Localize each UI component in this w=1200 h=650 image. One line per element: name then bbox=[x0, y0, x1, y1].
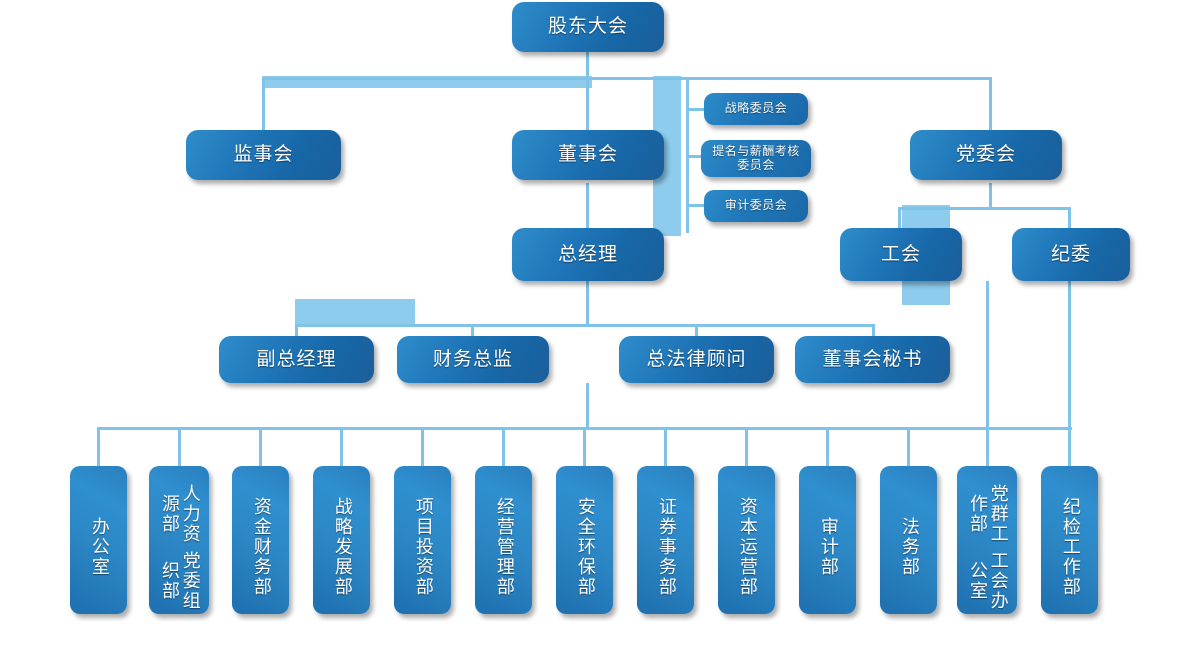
node-label: 财务总监 bbox=[432, 347, 513, 370]
connector-level4-rail bbox=[295, 324, 875, 327]
connector-to-committee-3 bbox=[686, 204, 704, 207]
connector-level2-rail bbox=[262, 77, 992, 80]
connector-to-department-4 bbox=[340, 427, 343, 473]
connector-to-department-11 bbox=[907, 427, 910, 473]
node-label: 董事会秘书 bbox=[822, 347, 923, 370]
node-label-line-2: 委员会 bbox=[737, 157, 775, 172]
node-label: 副总经理 bbox=[256, 347, 337, 370]
connector-to-cfo bbox=[471, 324, 474, 346]
node-department-safety-environment[interactable]: 安全环保部 bbox=[556, 466, 613, 614]
node-label-line-1: 资金财务部 bbox=[250, 497, 272, 597]
node-strategy-committee[interactable]: 战略委员会 bbox=[704, 93, 808, 125]
connector-to-supervisory bbox=[262, 77, 265, 130]
node-party-committee[interactable]: 党委会 bbox=[910, 130, 1062, 180]
node-label: 董事会 bbox=[557, 143, 618, 166]
node-label: 总法律顾问 bbox=[646, 347, 747, 370]
node-discipline-committee[interactable]: 纪委 bbox=[1012, 228, 1130, 281]
connector-to-department-6 bbox=[502, 427, 505, 473]
node-label-line-2: 人力资源部 bbox=[159, 483, 201, 544]
node-nomination-compensation-committee[interactable]: 提名与薪酬考核 委员会 bbox=[701, 140, 811, 177]
node-labor-union[interactable]: 工会 bbox=[840, 228, 962, 281]
connector-to-deputy-gm bbox=[295, 324, 298, 346]
accent-bar-deputy bbox=[295, 299, 415, 327]
node-label-line-1: 战略发展部 bbox=[331, 497, 353, 597]
node-department-legal-affairs[interactable]: 法务部 bbox=[880, 466, 937, 614]
node-label-line-1: 项目投资部 bbox=[412, 497, 434, 597]
node-label-line-2: 党群工作部 bbox=[967, 483, 1009, 544]
node-department-party-org-hr[interactable]: 党委组织部 人力资源部 bbox=[149, 466, 209, 614]
connector-to-department-10 bbox=[826, 427, 829, 473]
connector-discipline-down bbox=[1068, 281, 1071, 473]
connector-to-department-9 bbox=[745, 427, 748, 473]
connector-to-department-5 bbox=[421, 427, 424, 473]
connector-to-board bbox=[586, 77, 589, 130]
connector-union-down bbox=[986, 281, 989, 473]
node-label-line-1: 办公室 bbox=[88, 517, 110, 577]
node-label-line-1: 工会办公室 bbox=[967, 550, 1009, 611]
connector-gm-stem bbox=[586, 281, 589, 325]
connector-to-party bbox=[989, 77, 992, 130]
node-label-line-1: 党委组织部 bbox=[159, 550, 201, 611]
node-cfo[interactable]: 财务总监 bbox=[397, 336, 549, 383]
node-general-counsel[interactable]: 总法律顾问 bbox=[619, 336, 774, 383]
node-label-line-1: 审计部 bbox=[817, 517, 839, 577]
node-board-secretary[interactable]: 董事会秘书 bbox=[795, 336, 950, 383]
node-label-line-1: 证券事务部 bbox=[655, 497, 677, 597]
node-label-line-1: 经营管理部 bbox=[493, 497, 515, 597]
connector-to-committee-2 bbox=[686, 155, 704, 158]
node-audit-committee[interactable]: 审计委员会 bbox=[704, 190, 808, 222]
connector-party-stem bbox=[989, 183, 992, 209]
connector-board-to-gm bbox=[586, 183, 589, 228]
connector-to-department-2 bbox=[178, 427, 181, 473]
node-board-of-directors[interactable]: 董事会 bbox=[512, 130, 664, 180]
node-department-union-office-mass-work[interactable]: 工会办公室 党群工作部 bbox=[957, 466, 1017, 614]
node-department-discipline-inspection[interactable]: 纪检工作部 bbox=[1041, 466, 1098, 614]
node-department-funds-finance[interactable]: 资金财务部 bbox=[232, 466, 289, 614]
connector-to-department-7 bbox=[583, 427, 586, 473]
node-label-line-1: 安全环保部 bbox=[574, 497, 596, 597]
node-department-project-investment[interactable]: 项目投资部 bbox=[394, 466, 451, 614]
node-department-strategic-development[interactable]: 战略发展部 bbox=[313, 466, 370, 614]
connector-shareholders-stem bbox=[586, 52, 589, 79]
node-label: 总经理 bbox=[557, 242, 618, 265]
connector-to-discipline bbox=[1068, 207, 1071, 228]
node-department-office[interactable]: 办公室 bbox=[70, 466, 127, 614]
node-label: 股东大会 bbox=[547, 15, 628, 38]
node-label: 工会 bbox=[880, 242, 921, 265]
connector-to-counsel bbox=[695, 324, 698, 346]
node-general-manager[interactable]: 总经理 bbox=[512, 228, 664, 281]
node-shareholders-meeting[interactable]: 股东大会 bbox=[512, 2, 664, 52]
node-department-operations-management[interactable]: 经营管理部 bbox=[475, 466, 532, 614]
node-label: 战略委员会 bbox=[724, 101, 788, 116]
node-label: 监事会 bbox=[233, 143, 294, 166]
node-label-line-1: 纪检工作部 bbox=[1059, 497, 1081, 597]
node-department-securities-affairs[interactable]: 证券事务部 bbox=[637, 466, 694, 614]
connector-to-committee-1 bbox=[686, 108, 704, 111]
node-supervisory-board[interactable]: 监事会 bbox=[186, 130, 341, 180]
connector-to-department-1 bbox=[97, 427, 100, 473]
node-label-line-1: 提名与薪酬考核 bbox=[712, 143, 800, 158]
node-department-capital-operations[interactable]: 资本运营部 bbox=[718, 466, 775, 614]
node-deputy-general-manager[interactable]: 副总经理 bbox=[219, 336, 374, 383]
connector-to-union bbox=[898, 207, 901, 228]
node-label-line-1: 法务部 bbox=[898, 517, 920, 577]
connector-to-department-8 bbox=[664, 427, 667, 473]
node-label: 审计委员会 bbox=[724, 198, 788, 213]
node-label: 党委会 bbox=[955, 143, 1016, 166]
connector-to-board-secretary bbox=[872, 324, 875, 346]
connector-ops-down bbox=[586, 383, 589, 428]
connector-to-department-12 bbox=[986, 427, 989, 473]
node-label-line-1: 资本运营部 bbox=[736, 497, 758, 597]
connector-party-rail bbox=[898, 207, 1071, 210]
connector-to-department-3 bbox=[259, 427, 262, 473]
connector-to-department-13 bbox=[1068, 427, 1071, 473]
node-label: 纪委 bbox=[1050, 242, 1091, 265]
node-department-audit[interactable]: 审计部 bbox=[799, 466, 856, 614]
